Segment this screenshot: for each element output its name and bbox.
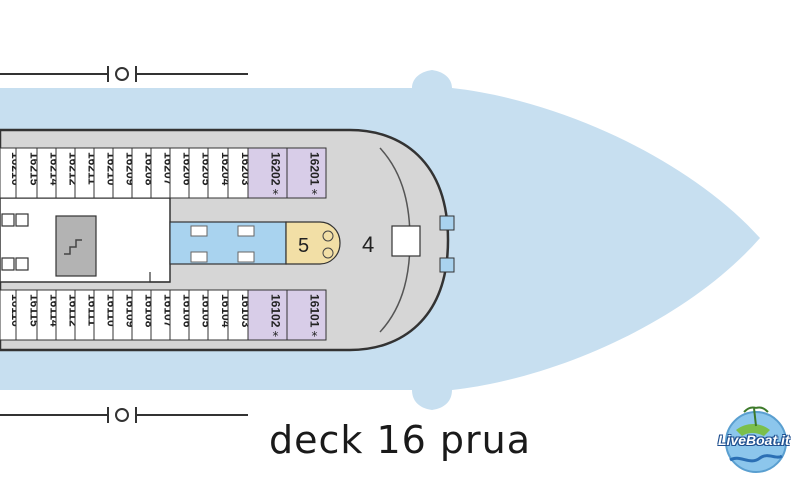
bow-equipment-box [391, 225, 421, 257]
bow-blue-fixtures [439, 215, 455, 273]
cabin-box [286, 289, 327, 341]
corridor-notch [149, 272, 170, 283]
cabin-box [286, 147, 327, 199]
cabin-number: 16102 [269, 294, 283, 328]
stairs-icon [64, 239, 82, 255]
cabin-box [247, 147, 288, 199]
logo-palm-icon [743, 406, 769, 427]
logo-text: LiveBoat.it [718, 432, 790, 448]
left-side-stair-icons [1, 213, 29, 271]
cabin-16202: 16202* [247, 147, 288, 201]
cabin-16201: 16201* [286, 147, 327, 201]
suite-marker: * [273, 329, 279, 343]
cabin-16102: 16102* [247, 289, 288, 343]
dimension-line-bottom [0, 407, 248, 423]
cabin-number: 16201 [308, 152, 322, 186]
lower-cabin-row: 1611616115161141611216111161101610916108… [0, 289, 327, 343]
cabin-16101: 16101* [286, 289, 327, 343]
cabin-number: 16101 [308, 294, 322, 328]
cabin-16209: 16209 [112, 147, 138, 199]
area-4-label: 4 [362, 232, 374, 257]
area-5-label: 5 [298, 235, 309, 257]
elevator-hall [169, 221, 287, 265]
suite-marker: * [312, 329, 318, 343]
area-5-room [285, 221, 341, 265]
suite-marker: * [312, 187, 318, 201]
logo-island-icon [736, 424, 770, 436]
cabin-box [247, 289, 288, 341]
elevator-car-icons [190, 225, 255, 263]
deck-title: deck 16 prua [268, 418, 532, 462]
suite-marker: * [273, 187, 279, 201]
upper-cabin-row: 1621616215162141621216211162101620916208… [0, 147, 327, 201]
dimension-line-top [0, 66, 248, 82]
logo-wave-icon [729, 454, 783, 463]
cabin-number: 16202 [269, 152, 283, 186]
restroom-icons [322, 230, 334, 259]
liveboat-logo: LiveBoat.it [716, 400, 796, 480]
